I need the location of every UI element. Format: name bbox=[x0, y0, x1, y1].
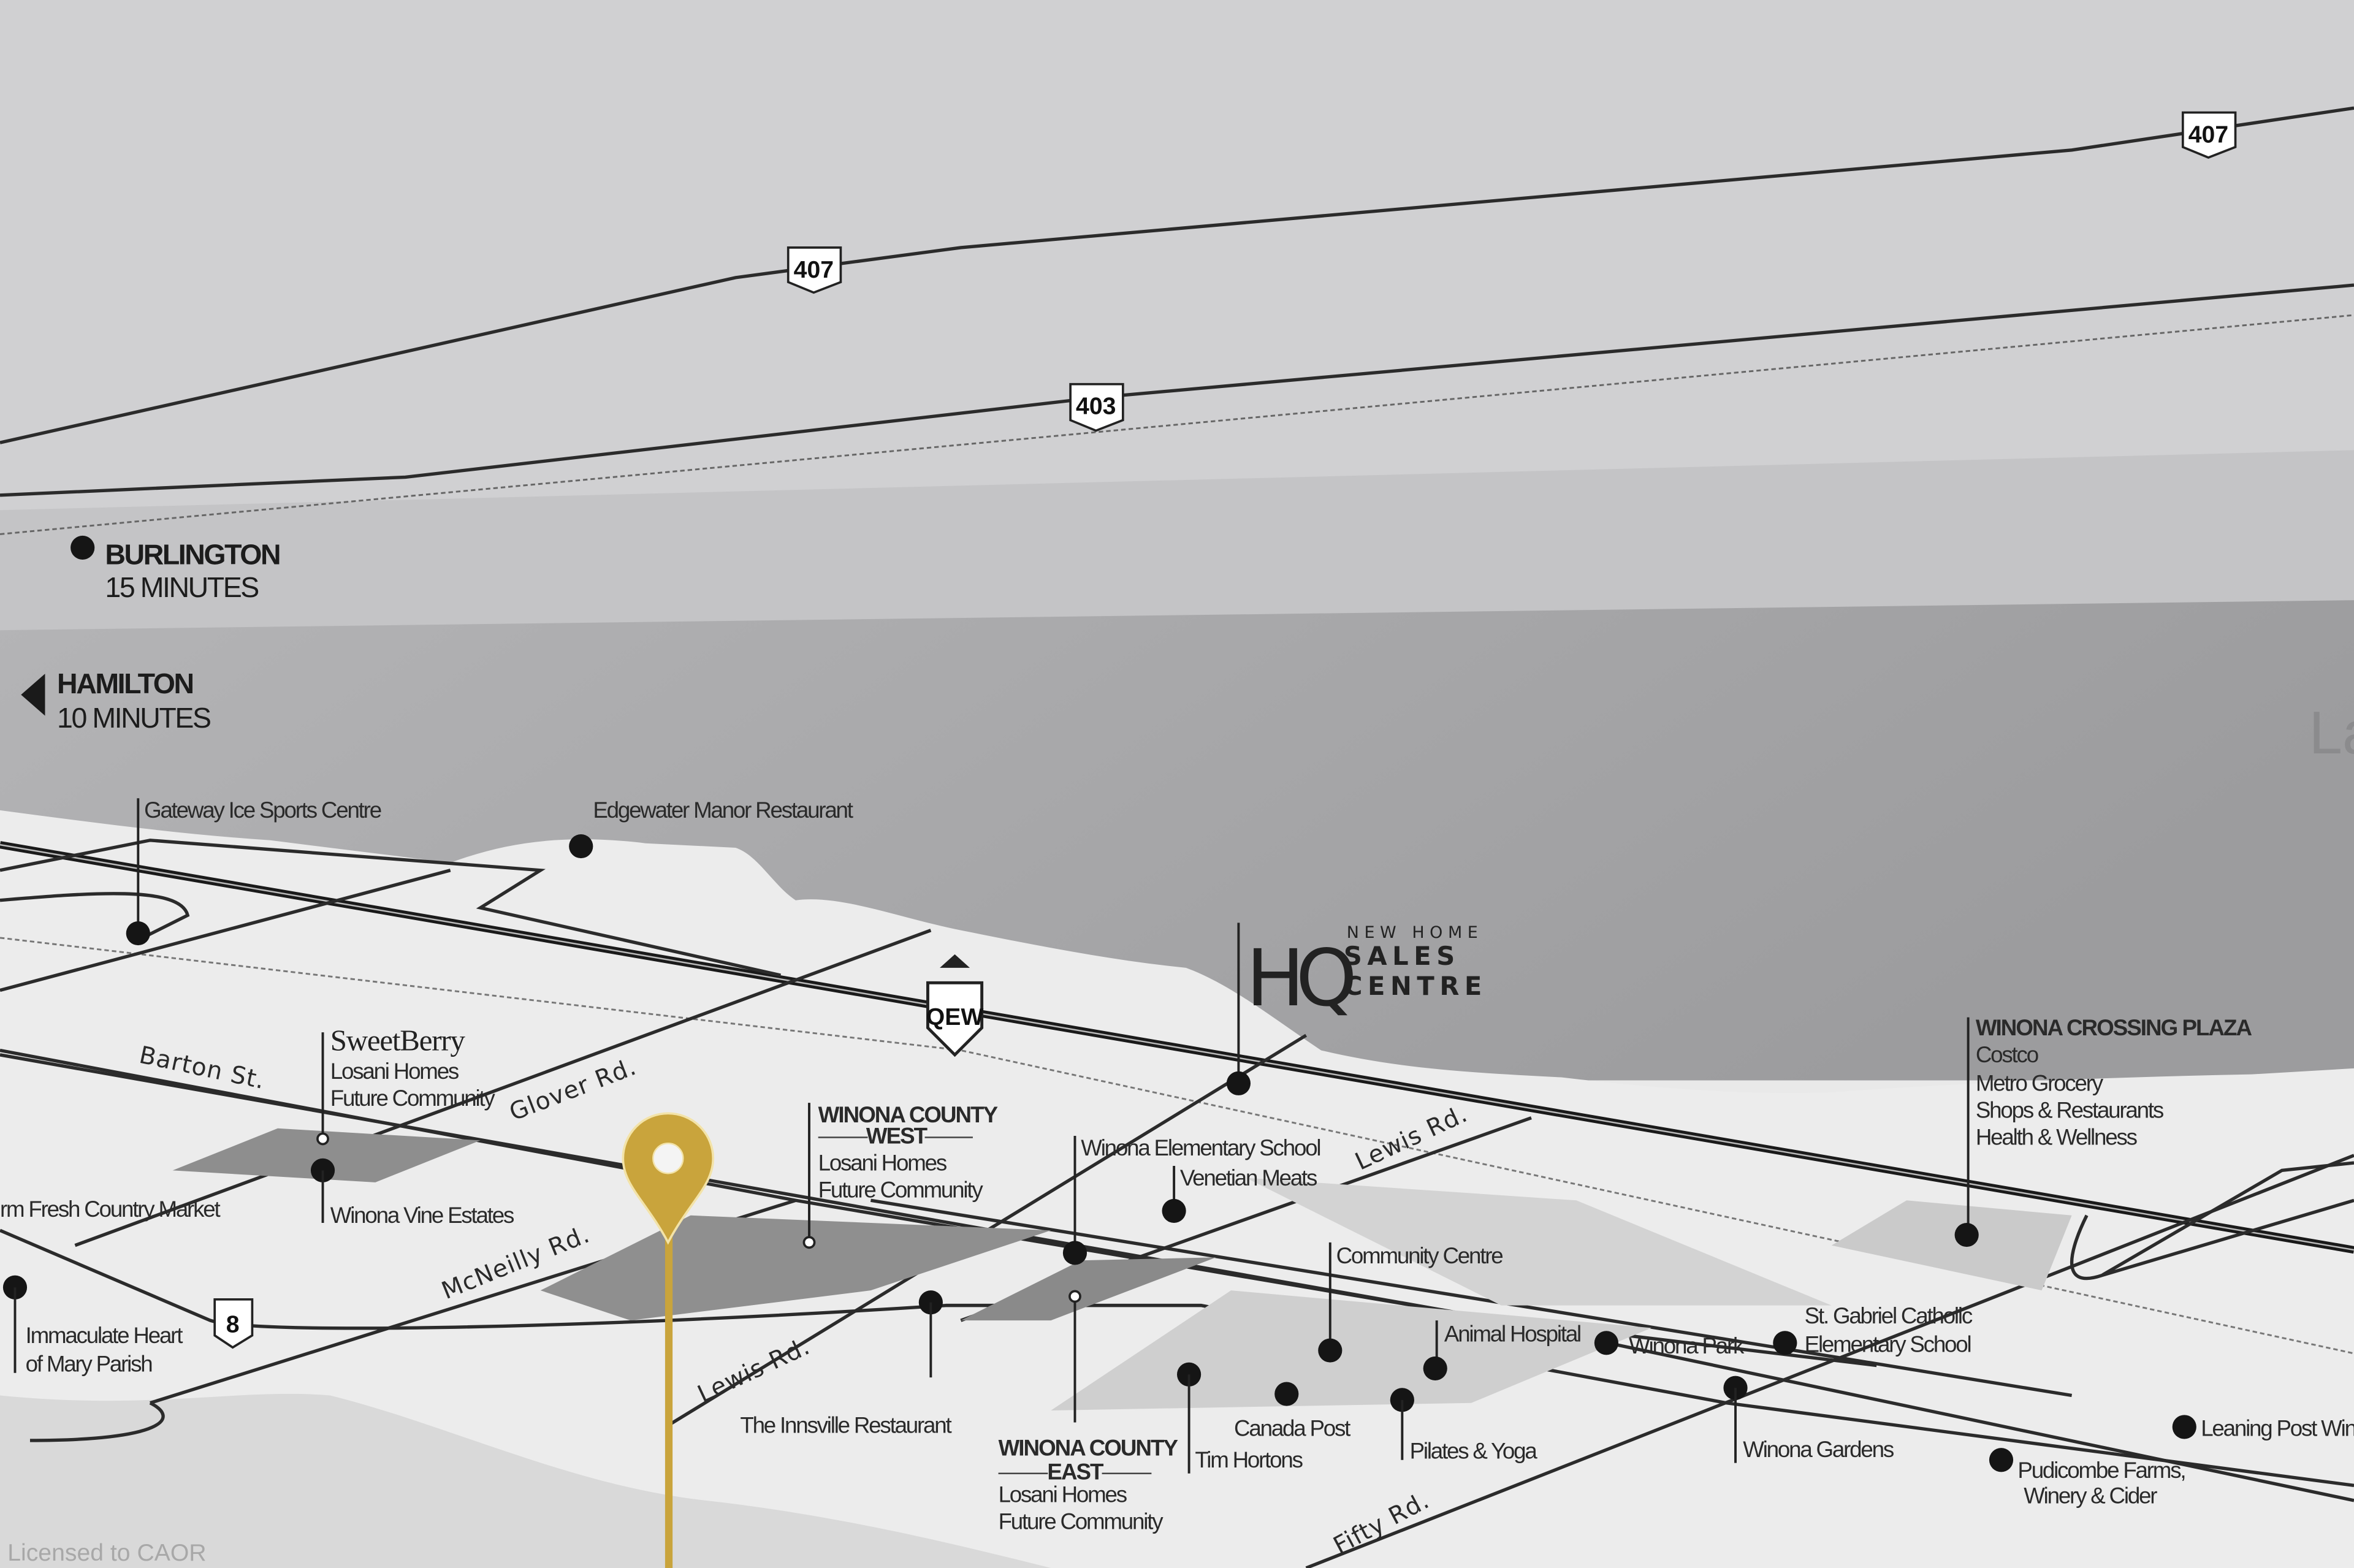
plaza-block bbox=[1831, 1200, 2072, 1291]
highway-403 bbox=[0, 283, 2354, 497]
qew-shield: QEW bbox=[926, 954, 984, 1057]
svg-text:407: 407 bbox=[2188, 122, 2228, 148]
commercial-block bbox=[1051, 1290, 1651, 1410]
svg-text:NEW HOME: NEW HOME bbox=[1347, 923, 1484, 942]
west-marker bbox=[802, 1236, 816, 1249]
poi-pudicombe-1: Pudicombe Farms, bbox=[2017, 1458, 2185, 1483]
elementary-dot bbox=[1062, 1241, 1087, 1265]
poi-immaculate-2: of Mary Parish bbox=[26, 1351, 153, 1376]
canada-post-dot bbox=[1274, 1382, 1299, 1406]
svg-text:CENTRE: CENTRE bbox=[1344, 971, 1487, 1001]
poi-gabriel-1: St. Gabriel Catholic bbox=[1805, 1303, 1973, 1328]
hamilton-label: HAMILTON bbox=[57, 668, 193, 699]
venetian-dot bbox=[1162, 1198, 1186, 1223]
poi-elementary: Winona Elementary School bbox=[1081, 1135, 1320, 1160]
poi-pilates: Pilates & Yoga bbox=[1410, 1438, 1538, 1463]
sweetberry-line2: Future Community bbox=[330, 1086, 496, 1111]
land-area bbox=[0, 810, 2354, 1568]
burlington-dot bbox=[70, 535, 95, 560]
highway-8-shield: 8 bbox=[213, 1298, 254, 1349]
plaza-dot bbox=[1954, 1222, 1979, 1247]
svg-text:SALES: SALES bbox=[1344, 941, 1460, 971]
poi-vine: Winona Vine Estates bbox=[330, 1203, 514, 1228]
sweetberry-block bbox=[172, 1128, 481, 1182]
rail-line bbox=[0, 314, 2354, 535]
animal-dot bbox=[1423, 1356, 1447, 1381]
poi-pudicombe-2: Winery & Cider bbox=[2024, 1483, 2157, 1509]
sweetberry-line1: Losani Homes bbox=[330, 1059, 459, 1084]
east-line2: Future Community bbox=[999, 1509, 1164, 1534]
location-pin-icon[interactable] bbox=[622, 1112, 715, 1568]
poi-park: Winona Park bbox=[1629, 1333, 1745, 1358]
watermark: Licensed to CAOR bbox=[7, 1540, 206, 1566]
qew-highway-inner bbox=[0, 843, 2354, 1251]
poi-immaculate-1: Immaculate Heart bbox=[26, 1323, 183, 1348]
escarpment-band bbox=[0, 450, 2354, 631]
east-title: WINONA COUNTY bbox=[999, 1435, 1178, 1460]
poi-gardens: Winona Gardens bbox=[1743, 1437, 1894, 1462]
east-line1: Losani Homes bbox=[999, 1482, 1127, 1507]
poi-community-centre: Community Centre bbox=[1336, 1243, 1503, 1268]
pilates-dot bbox=[1390, 1388, 1414, 1412]
poi-gabriel-2: Elementary School bbox=[1805, 1332, 1971, 1357]
lake-label: La bbox=[2309, 699, 2354, 766]
burlington-label: BURLINGTON bbox=[105, 538, 280, 570]
west-line2: Future Community bbox=[818, 1177, 984, 1202]
poi-animal: Animal Hospital bbox=[1444, 1321, 1580, 1346]
highway-407-shield-west: 407 bbox=[787, 246, 842, 294]
fifty-rd bbox=[1305, 1154, 2354, 1568]
poi-leaning: Leaning Post Win bbox=[2201, 1416, 2354, 1441]
poi-edgewater: Edgewater Manor Restaurant bbox=[593, 797, 853, 823]
poi-tim: Tim Hortons bbox=[1195, 1447, 1303, 1472]
east-sub: EAST bbox=[1047, 1460, 1104, 1485]
plaza-item: Health & Wellness bbox=[1976, 1125, 2138, 1150]
svg-text:8: 8 bbox=[226, 1312, 240, 1338]
svg-text:HQ: HQ bbox=[1246, 934, 1354, 1024]
highway-407 bbox=[0, 106, 2354, 444]
poi-innsville: The Innsville Restaurant bbox=[740, 1413, 951, 1438]
east-marker bbox=[1068, 1290, 1081, 1303]
community-centre-block bbox=[1246, 1178, 1832, 1306]
plaza-item: Metro Grocery bbox=[1976, 1071, 2104, 1096]
glover-rd bbox=[74, 929, 932, 1247]
leaning-dot bbox=[2172, 1415, 2196, 1439]
plaza-title: WINONA CROSSING PLAZA bbox=[1976, 1015, 2252, 1040]
highway-403-shield: 403 bbox=[1069, 382, 1124, 432]
west-sub: WEST bbox=[866, 1123, 928, 1148]
west-line1: Losani Homes bbox=[818, 1150, 947, 1175]
sweetberry-marker bbox=[316, 1132, 329, 1146]
svg-text:403: 403 bbox=[1076, 394, 1116, 420]
poi-canada-post: Canada Post bbox=[1234, 1416, 1350, 1441]
arrow-left-icon bbox=[21, 674, 45, 716]
poi-venetian: Venetian Meats bbox=[1180, 1165, 1317, 1190]
svg-text:407: 407 bbox=[794, 257, 834, 283]
hq-sales-centre-logo[interactable]: HQ NEW HOME SALES CENTRE bbox=[1246, 923, 1487, 1024]
gabriel-dot bbox=[1773, 1331, 1797, 1355]
lower-terrain bbox=[0, 1393, 1051, 1568]
edgewater-dot bbox=[569, 834, 593, 859]
park-dot bbox=[1594, 1331, 1618, 1355]
plaza-item: Costco bbox=[1976, 1042, 2038, 1067]
poi-farm: rm Fresh Country Market bbox=[0, 1197, 220, 1222]
winona-county-east-block bbox=[961, 1257, 1216, 1321]
sweetberry-brand: SweetBerry bbox=[330, 1024, 466, 1057]
gateway-dot bbox=[126, 921, 150, 946]
hamilton-time: 10 MINUTES bbox=[57, 702, 210, 734]
plaza-item: Shops & Restaurants bbox=[1976, 1098, 2164, 1123]
west-title: WINONA COUNTY bbox=[818, 1102, 998, 1127]
road-service bbox=[0, 839, 2354, 1502]
hq-dot bbox=[1226, 1071, 1251, 1095]
poi-gateway: Gateway Ice Sports Centre bbox=[144, 797, 381, 823]
pudicombe-dot bbox=[1989, 1448, 2014, 1472]
highway-407-shield-east: 407 bbox=[2181, 111, 2237, 159]
community-centre-dot bbox=[1318, 1338, 1343, 1363]
svg-text:QEW: QEW bbox=[926, 1004, 984, 1030]
road-east bbox=[870, 1161, 2354, 1398]
burlington-time: 15 MINUTES bbox=[105, 571, 258, 603]
